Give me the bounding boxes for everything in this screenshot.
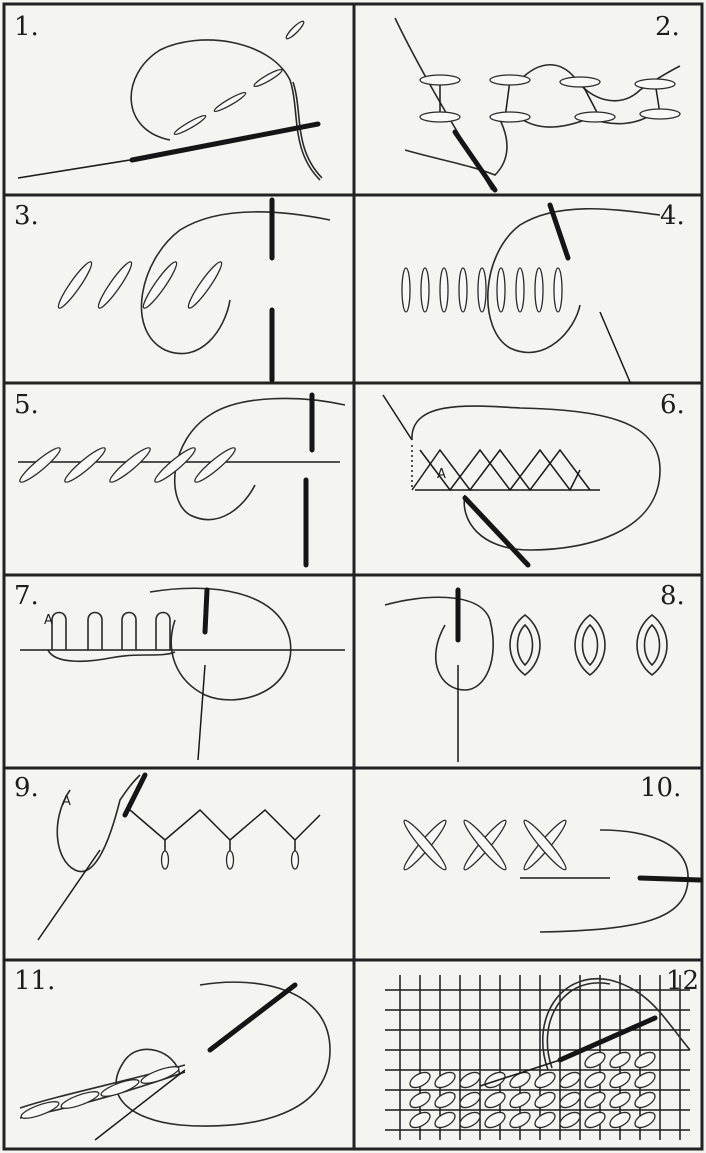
panel-7-number: 7.	[14, 583, 39, 609]
panel-4-number: 4.	[660, 203, 685, 229]
panel-11-number: 11.	[14, 968, 55, 994]
panel-9-point-a: A	[62, 795, 71, 808]
panel-5-stem-stitch	[17, 395, 345, 565]
panel-12-number: 12	[666, 968, 699, 994]
panel-4-satin-stitch	[402, 205, 660, 382]
panel-2-ladder-stitch	[395, 18, 680, 190]
panel-3-number: 3.	[14, 203, 39, 229]
panel-12-canvas-work	[385, 975, 690, 1140]
panel-6-number: 6.	[660, 392, 685, 418]
panel-1-running-stitch	[18, 19, 322, 180]
panel-9-feather-stitch	[38, 775, 320, 940]
panel-8-lazy-daisy	[385, 590, 667, 762]
panel-frame-grid	[4, 4, 702, 1149]
panel-7-point-a: A	[44, 614, 53, 627]
panel-7-buttonhole	[20, 588, 345, 760]
panel-3-slant-stitch	[55, 200, 330, 380]
panel-11-outline-stitch	[19, 982, 330, 1140]
panel-5-number: 5.	[14, 392, 39, 418]
panel-6-point-a: A	[437, 468, 446, 481]
panel-10-number: 10.	[640, 775, 681, 801]
panel-6-herringbone	[383, 395, 660, 565]
panel-10-cross-stitch	[401, 817, 700, 932]
panel-2-number: 2.	[655, 14, 680, 40]
panel-9-number: 9.	[14, 775, 39, 801]
panel-1-number: 1.	[14, 14, 39, 40]
panel-8-number: 8.	[660, 583, 685, 609]
